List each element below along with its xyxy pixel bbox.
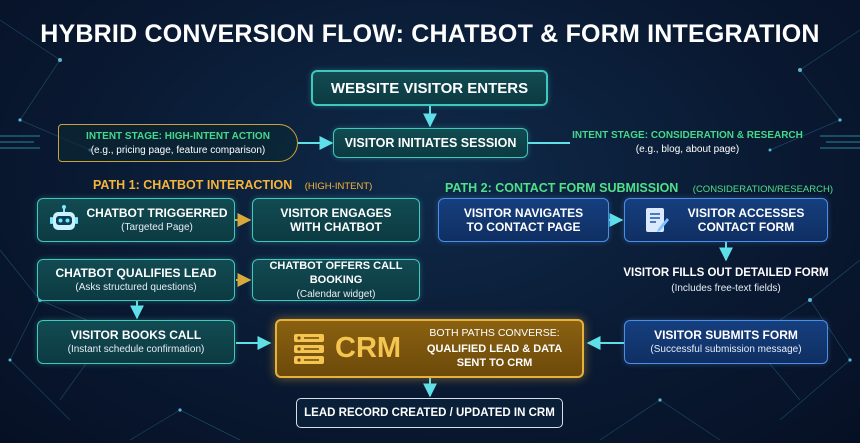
- visitor-fills-sub: (Includes free-text fields): [671, 283, 781, 294]
- crm-node: CRM BOTH PATHS CONVERSE: QUALIFIED LEAD …: [275, 319, 584, 378]
- intent-right-node: INTENT STAGE: CONSIDERATION & RESEARCH (…: [570, 130, 805, 155]
- visitor-navigates-title: VISITOR NAVIGATES TO CONTACT PAGE: [463, 206, 584, 234]
- crm-detail: QUALIFIED LEAD & DATA SENT TO CRM: [426, 343, 563, 369]
- visitor-books-sub: (Instant schedule confirmation): [67, 344, 205, 355]
- diagram-title: HYBRID CONVERSION FLOW: CHATBOT & FORM I…: [40, 20, 820, 48]
- chatbot-offers-node: CHATBOT OFFERS CALL BOOKING (Calendar wi…: [252, 259, 420, 301]
- chatbot-qualifies-sub: (Asks structured questions): [75, 282, 197, 293]
- visitor-accesses-node: VISITOR ACCESSES CONTACT FORM: [624, 198, 828, 242]
- final-node: LEAD RECORD CREATED / UPDATED IN CRM: [296, 398, 563, 428]
- path2-tag: (CONSIDERATION/RESEARCH): [692, 184, 834, 195]
- visitor-books-node: VISITOR BOOKS CALL (Instant schedule con…: [37, 320, 235, 364]
- visitor-fills-node: VISITOR FILLS OUT DETAILED FORM (Include…: [612, 266, 840, 295]
- visitor-accesses-title: VISITOR ACCESSES CONTACT FORM: [687, 206, 805, 234]
- chatbot-qualifies-node: CHATBOT QUALIFIES LEAD (Asks structured …: [37, 259, 235, 301]
- path1-header: PATH 1: CHATBOT INTERACTION (HIGH-INTENT…: [93, 176, 393, 194]
- session-node: VISITOR INITIATES SESSION: [333, 128, 528, 158]
- session-label: VISITOR INITIATES SESSION: [344, 136, 517, 150]
- visitor-engages-title: VISITOR ENGAGES WITH CHATBOT: [280, 206, 392, 234]
- visitor-navigates-node: VISITOR NAVIGATES TO CONTACT PAGE: [438, 198, 609, 242]
- chatbot-offers-title: CHATBOT OFFERS CALL BOOKING: [269, 260, 403, 286]
- entry-node: WEBSITE VISITOR ENTERS: [311, 70, 548, 106]
- chatbot-triggered-title: CHATBOT TRIGGERRED: [86, 206, 228, 220]
- chatbot-triggered-sub: (Targeted Page): [121, 222, 193, 233]
- server-icon: [294, 333, 324, 364]
- intent-right-label: INTENT STAGE: CONSIDERATION & RESEARCH: [572, 130, 803, 141]
- intent-left-node: INTENT STAGE: HIGH-INTENT ACTION (e.g., …: [58, 124, 298, 162]
- robot-icon: [50, 205, 78, 230]
- intent-left-label: INTENT STAGE: HIGH-INTENT ACTION: [86, 131, 270, 142]
- crm-heading: BOTH PATHS CONVERSE:: [429, 327, 560, 339]
- path2-title: PATH 2: CONTACT FORM SUBMISSION: [445, 181, 679, 195]
- visitor-engages-node: VISITOR ENGAGES WITH CHATBOT: [252, 198, 420, 242]
- chatbot-qualifies-title: CHATBOT QUALIFIES LEAD: [55, 266, 217, 280]
- visitor-submits-sub: (Successful submission message): [650, 344, 802, 355]
- visitor-submits-title: VISITOR SUBMITS FORM: [654, 328, 798, 342]
- path2-header: PATH 2: CONTACT FORM SUBMISSION (CONSIDE…: [445, 179, 845, 197]
- chatbot-offers-sub: (Calendar widget): [296, 289, 376, 300]
- entry-label: WEBSITE VISITOR ENTERS: [330, 79, 529, 97]
- path1-title: PATH 1: CHATBOT INTERACTION: [93, 178, 293, 192]
- visitor-books-title: VISITOR BOOKS CALL: [70, 328, 202, 342]
- intent-right-sub: (e.g., blog, about page): [635, 144, 740, 155]
- final-label: LEAD RECORD CREATED / UPDATED IN CRM: [304, 407, 555, 419]
- visitor-fills-title: VISITOR FILLS OUT DETAILED FORM: [623, 267, 829, 279]
- intent-left-sub: (e.g., pricing page, feature comparison): [90, 145, 266, 156]
- path1-tag: (HIGH-INTENT): [304, 181, 373, 192]
- visitor-submits-node: VISITOR SUBMITS FORM (Successful submiss…: [624, 320, 828, 364]
- crm-label: CRM: [335, 332, 402, 364]
- chatbot-triggered-node: CHATBOT TRIGGERRED (Targeted Page): [37, 198, 235, 242]
- form-icon: [646, 208, 669, 232]
